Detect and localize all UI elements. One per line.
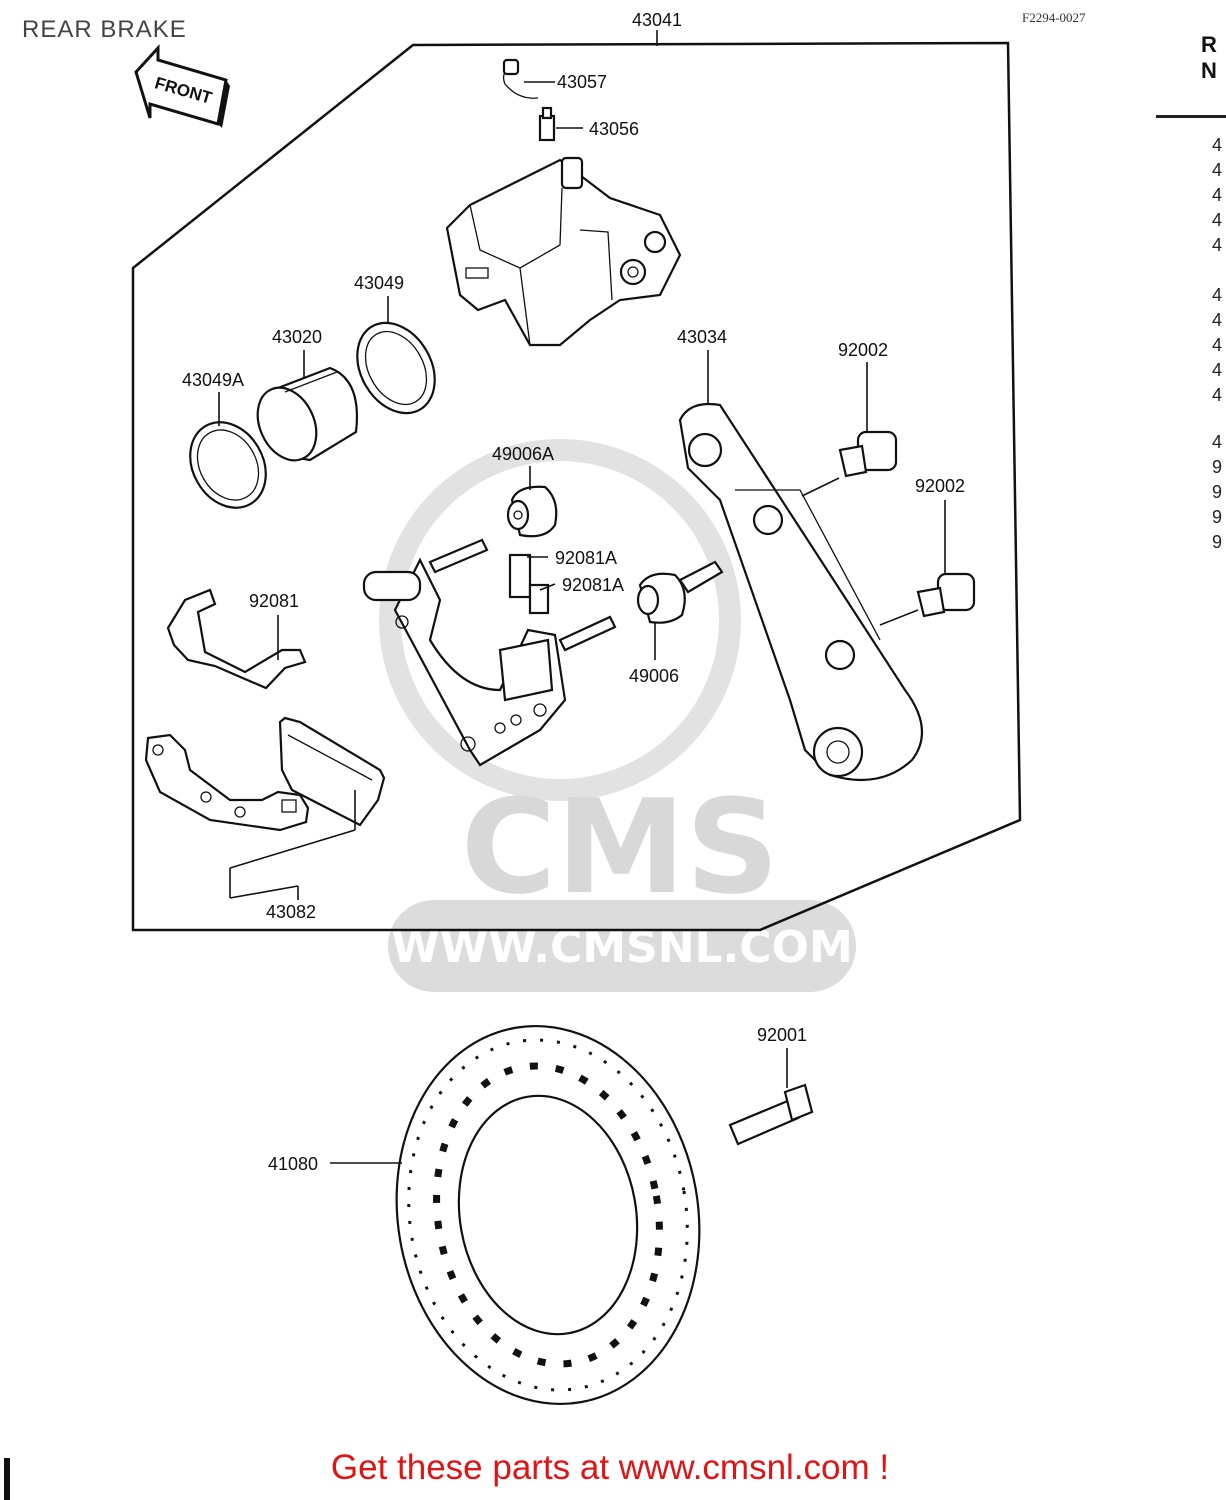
side-row: 4 [1212, 385, 1223, 405]
front-arrow-icon: FRONT [134, 44, 230, 128]
side-column-divider [1156, 115, 1226, 118]
part-label-92081: 92081 [249, 591, 299, 611]
piston-seal-part [356, 321, 436, 415]
slide-pin-upper-part [428, 538, 489, 574]
buy-parts-link[interactable]: Get these parts at www.cmsnl.com ! [330, 1448, 890, 1487]
part-label-43049: 43049 [354, 273, 404, 293]
leader-lines [218, 30, 946, 1164]
torque-link-part [678, 402, 924, 782]
part-label-92001: 92001 [757, 1025, 807, 1045]
caliper-body-part [445, 156, 682, 347]
disc-bolt-part [728, 1083, 814, 1146]
side-row: 9 [1212, 507, 1223, 527]
side-row: 4 [1212, 285, 1223, 305]
slide-pin-end-part [678, 560, 724, 594]
side-row: 4 [1212, 135, 1223, 155]
side-row: 9 [1212, 532, 1223, 552]
part-label-41080: 41080 [268, 1154, 318, 1174]
part-label-43041: 43041 [632, 10, 682, 30]
assembly-frame [131, 41, 1022, 932]
side-row: 4 [1212, 185, 1223, 205]
part-label-43020: 43020 [272, 327, 322, 347]
pin-clip-a-upper-part [508, 553, 532, 599]
bleed-valve-part [538, 106, 556, 142]
part-label-92002-lower: 92002 [915, 476, 965, 496]
side-row: 9 [1212, 482, 1223, 502]
diagram-code: F2294-0027 [1022, 10, 1086, 25]
page-title: REAR BRAKE [22, 16, 187, 43]
brake-pad-rear-part [278, 716, 386, 827]
part-label-92002-upper: 92002 [838, 340, 888, 360]
brake-disc-part [395, 1024, 701, 1406]
part-label-43082: 43082 [266, 902, 316, 922]
slide-pin-lower-part [558, 615, 617, 652]
part-label-49006: 49006 [629, 666, 679, 686]
part-label-49006a: 49006A [492, 444, 554, 464]
caliper-bracket-part [362, 557, 567, 767]
part-label-92081a-upper: 92081A [555, 548, 617, 568]
pin-clip-a-lower-part [528, 583, 550, 615]
exploded-parts-diagram: CMS WWW.CMSNL.COM FRONT [131, 10, 1022, 1406]
edge-mark [4, 1458, 10, 1500]
side-row: 4 [1212, 432, 1223, 452]
piston-part [256, 366, 358, 462]
side-column-header-ref: R [1201, 32, 1217, 57]
side-column-header-no: N [1201, 58, 1217, 83]
part-label-43034: 43034 [677, 327, 727, 347]
bushing-part [636, 572, 686, 624]
bleed-cap-part [502, 58, 539, 99]
side-row: 4 [1212, 235, 1223, 255]
torque-link-bolt-upper-part [838, 430, 898, 478]
torque-link-bolt-lower-part [916, 572, 976, 618]
part-label-43049a: 43049A [182, 370, 244, 390]
side-row: 4 [1212, 160, 1223, 180]
part-label-43057: 43057 [557, 72, 607, 92]
side-row: 4 [1212, 210, 1223, 230]
dust-seal-part [189, 421, 267, 509]
cms-watermark: CMS WWW.CMSNL.COM [379, 439, 856, 992]
bushing-a-part [506, 485, 558, 538]
pad-spring-part [166, 588, 307, 690]
part-label-92081a-lower: 92081A [562, 575, 624, 595]
side-row: 9 [1212, 457, 1223, 477]
side-row: 4 [1212, 310, 1223, 330]
side-row: 4 [1212, 360, 1223, 380]
side-row: 4 [1212, 335, 1223, 355]
part-label-43056: 43056 [589, 119, 639, 139]
brake-pad-front-part [144, 733, 310, 832]
watermark-brand: CMS [461, 771, 779, 923]
